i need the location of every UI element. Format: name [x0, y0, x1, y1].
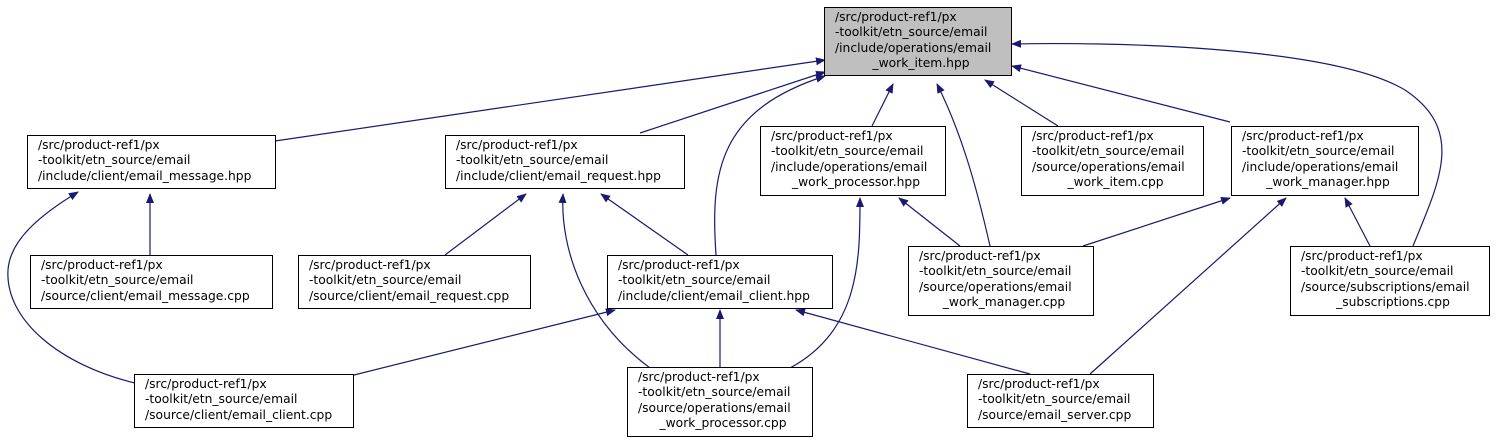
node-line: /include/client/email_request.hpp — [456, 168, 661, 183]
node-line: -toolkit/etn_source/email — [771, 144, 924, 159]
edge-email-work-manager-cpp-to-email-work-processor-hpp — [898, 197, 961, 247]
node-email-work-item-hpp: /src/product-ref1/px -toolkit/etn_source… — [824, 7, 1012, 76]
edge-email-work-manager-hpp-to-root — [1011, 64, 1231, 123]
node-line: /src/product-ref1/px — [38, 138, 160, 152]
node-line: -toolkit/etn_source/email — [309, 273, 462, 288]
edge-email-work-processor-hpp-to-root — [871, 83, 894, 127]
edge-email-work-processor-cpp-to-email-work-processor-hpp — [789, 197, 864, 369]
edge-email-request-cpp-to-email-request-hpp — [444, 193, 527, 256]
node-line: _work_manager.hpp — [1266, 174, 1390, 189]
node-line: /include/client/email_message.hpp — [38, 168, 252, 183]
node-email-message-hpp[interactable]: /src/product-ref1/px -toolkit/etn_source… — [27, 135, 276, 189]
node-line: /src/product-ref1/px — [1301, 249, 1423, 263]
node-line: _work_processor.cpp — [659, 415, 787, 430]
node-email-work-manager-hpp[interactable]: /src/product-ref1/px -toolkit/etn_source… — [1231, 126, 1419, 196]
node-line: -toolkit/etn_source/email — [835, 25, 988, 40]
node-line: /src/product-ref1/px — [456, 138, 578, 152]
node-line: /source/client/email_client.cpp — [145, 407, 333, 422]
node-line: /include/client/email_client.hpp — [618, 288, 810, 303]
node-line: /source/operations/email — [638, 400, 791, 415]
node-email-request-hpp[interactable]: /src/product-ref1/px -toolkit/etn_source… — [445, 135, 685, 189]
node-line: /src/product-ref1/px — [638, 370, 760, 384]
node-line: /source/operations/email — [919, 279, 1072, 294]
node-email-work-manager-cpp[interactable]: /src/product-ref1/px -toolkit/etn_source… — [908, 246, 1094, 316]
edge-email-request-hpp-to-root — [639, 71, 826, 134]
node-line: /src/product-ref1/px — [1032, 129, 1154, 143]
node-line: _work_item.cpp — [1067, 174, 1164, 189]
node-line: -toolkit/etn_source/email — [1242, 144, 1395, 159]
node-line: -toolkit/etn_source/email — [978, 392, 1131, 407]
edge-email-work-manager-cpp-to-root — [936, 83, 991, 247]
node-line: /src/product-ref1/px — [41, 258, 163, 272]
edge-email-work-processor-cpp-to-email-request-hpp — [558, 193, 651, 369]
node-email-message-cpp[interactable]: /src/product-ref1/px -toolkit/etn_source… — [30, 255, 273, 309]
node-line: /src/product-ref1/px — [1242, 129, 1364, 143]
node-line: /src/product-ref1/px — [919, 249, 1041, 263]
node-line: -toolkit/etn_source/email — [145, 392, 298, 407]
node-line: /source/client/email_request.cpp — [309, 288, 510, 303]
edge-email-subscriptions-cpp-to-email-work-manager-hpp — [1344, 197, 1371, 247]
node-line: /src/product-ref1/px — [978, 377, 1100, 391]
node-email-subscriptions-cpp[interactable]: /src/product-ref1/px -toolkit/etn_source… — [1290, 246, 1490, 316]
node-line: -toolkit/etn_source/email — [919, 264, 1072, 279]
node-line: _subscriptions.cpp — [1336, 294, 1450, 309]
node-line: -toolkit/etn_source/email — [41, 273, 194, 288]
edge-email-work-manager-cpp-to-email-work-manager-hpp — [1082, 196, 1231, 247]
node-line: -toolkit/etn_source/email — [1032, 144, 1185, 159]
node-line: /src/product-ref1/px — [145, 377, 267, 391]
node-line: /include/operations/email — [771, 159, 928, 174]
node-line: /source/subscriptions/email — [1301, 279, 1470, 294]
node-line: -toolkit/etn_source/email — [456, 153, 609, 168]
edge-email-message-hpp-to-root — [274, 57, 826, 142]
node-line: /source/operations/email — [1032, 159, 1185, 174]
edge-email-server-cpp-to-email-client-hpp — [795, 308, 1031, 375]
edge-email-server-cpp-to-email-work-manager-hpp — [1089, 197, 1287, 375]
node-line: -toolkit/etn_source/email — [1301, 264, 1454, 279]
node-email-work-item-cpp[interactable]: /src/product-ref1/px -toolkit/etn_source… — [1021, 126, 1204, 196]
node-line: _work_processor.hpp — [791, 174, 921, 189]
edge-email-client-cpp-to-email-message-hpp — [7, 191, 136, 384]
node-line: _work_item.hpp — [872, 55, 970, 70]
node-line: /include/operations/email — [1242, 159, 1399, 174]
edge-email-client-hpp-to-root — [714, 74, 826, 256]
node-line: /include/operations/email — [835, 40, 992, 55]
node-line: /src/product-ref1/px — [771, 129, 893, 143]
node-email-client-cpp[interactable]: /src/product-ref1/px -toolkit/etn_source… — [134, 374, 354, 428]
edge-email-client-cpp-to-email-client-hpp — [349, 308, 616, 377]
node-email-work-processor-hpp[interactable]: /src/product-ref1/px -toolkit/etn_source… — [760, 126, 946, 196]
node-line: /src/product-ref1/px — [618, 258, 740, 272]
node-line: /source/email_server.cpp — [978, 407, 1132, 422]
node-line: -toolkit/etn_source/email — [38, 153, 191, 168]
node-line: /src/product-ref1/px — [835, 10, 957, 24]
node-line: /src/product-ref1/px — [309, 258, 431, 272]
node-line: -toolkit/etn_source/email — [618, 273, 771, 288]
edge-email-subscriptions-cpp-to-root — [1011, 39, 1443, 247]
edge-email-work-item-cpp-to-root — [984, 79, 1059, 127]
node-line: /source/client/email_message.cpp — [41, 288, 250, 303]
node-line: -toolkit/etn_source/email — [638, 385, 791, 400]
edge-email-client-hpp-to-email-request-hpp — [600, 193, 689, 256]
node-email-request-cpp[interactable]: /src/product-ref1/px -toolkit/etn_source… — [298, 255, 531, 309]
node-email-server-cpp[interactable]: /src/product-ref1/px -toolkit/etn_source… — [967, 374, 1154, 428]
node-line: _work_manager.cpp — [942, 294, 1066, 309]
node-email-client-hpp[interactable]: /src/product-ref1/px -toolkit/etn_source… — [607, 255, 833, 309]
node-email-work-processor-cpp[interactable]: /src/product-ref1/px -toolkit/etn_source… — [627, 367, 813, 437]
